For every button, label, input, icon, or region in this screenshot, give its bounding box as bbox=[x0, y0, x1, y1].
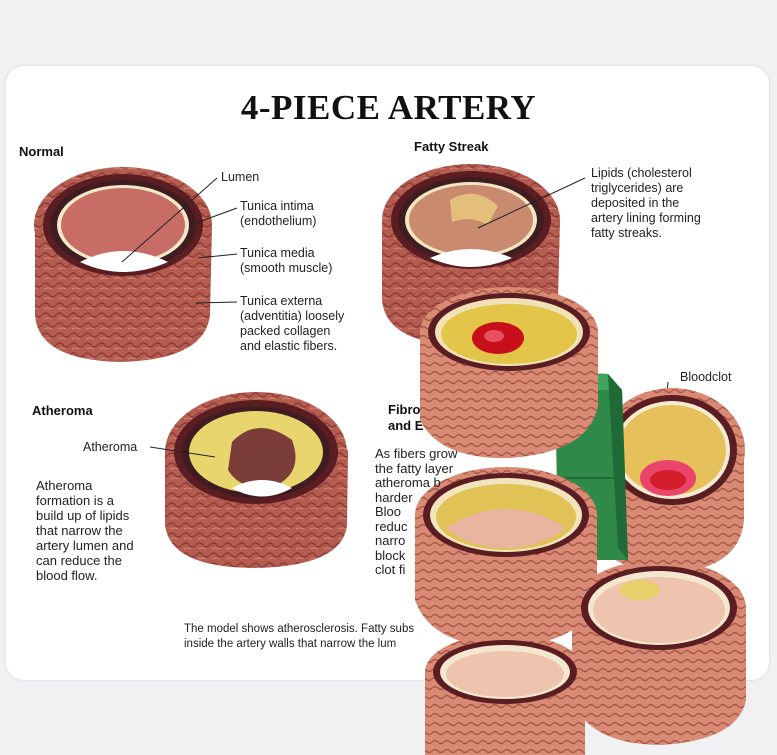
fibrous-description-partial: As fibers grow the fatty layer atheroma … bbox=[375, 446, 458, 577]
atheroma-artery-drawing bbox=[165, 392, 348, 568]
footer-note: The model shows atherosclerosis. Fatty s… bbox=[184, 623, 415, 650]
fatty-streak-artery-drawing bbox=[382, 164, 560, 346]
fatty-streak-description: Lipids (cholesterol triglycerides) are d… bbox=[591, 166, 701, 240]
heading-fatty-streak: Fatty Streak bbox=[414, 139, 489, 154]
model-bottom-right-piece bbox=[572, 560, 746, 745]
model-middle-piece bbox=[415, 467, 597, 648]
label-lumen: Lumen bbox=[221, 170, 260, 184]
heading-fibrous-partial: Fibro and E bbox=[388, 402, 424, 433]
label-tunica-intima: Tunica intima (endothelium) bbox=[240, 199, 317, 228]
normal-artery-drawing bbox=[34, 167, 212, 362]
label-atheroma: Atheroma bbox=[83, 440, 138, 454]
model-bloodclot-piece bbox=[599, 388, 745, 573]
page-title: 4-PIECE ARTERY bbox=[240, 88, 537, 127]
heading-atheroma: Atheroma bbox=[32, 403, 93, 418]
label-tunica-externa: Tunica externa (adventitia) loosely pack… bbox=[240, 294, 345, 353]
atheroma-description: Atheroma formation is a build up of lipi… bbox=[36, 478, 134, 583]
heading-normal: Normal bbox=[19, 144, 64, 159]
label-tunica-media: Tunica media (smooth muscle) bbox=[240, 246, 333, 275]
label-bloodclot: Bloodclot bbox=[680, 370, 732, 384]
model-bottom-left-piece bbox=[425, 634, 585, 755]
model-top-piece bbox=[420, 287, 598, 459]
